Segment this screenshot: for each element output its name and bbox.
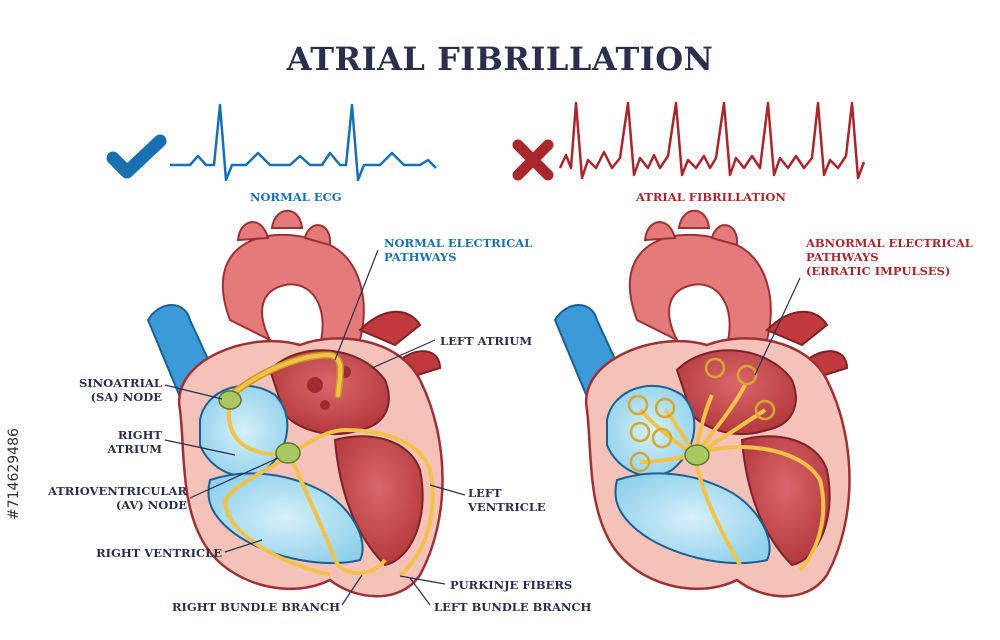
normal-ecg-label: NORMAL ECG (250, 190, 342, 204)
purkinje-label: PURKINJE FIBERS (450, 578, 573, 592)
normal-ecg-trace (170, 103, 437, 182)
normal-pathways-label: NORMAL ELECTRICAL PATHWAYS (384, 236, 533, 264)
afib-heart (553, 209, 851, 598)
afib-ecg-trace (558, 101, 866, 180)
sa-node-label: SINOATRIAL (SA) NODE (78, 376, 162, 404)
av-node-label: ATRIOVENTRICULAR (AV) NODE (47, 484, 187, 512)
right-bundle-label: RIGHT BUNDLE BRANCH (171, 600, 340, 614)
normal-heart (146, 209, 444, 598)
stock-id: #714629486 (6, 428, 22, 520)
checkmark-icon (106, 134, 167, 179)
left-ventricle-label: LEFT VENTRICLE (468, 486, 546, 514)
right-ventricle-label: RIGHT VENTRICLE (96, 546, 222, 560)
afib-ecg-label: ATRIAL FIBRILLATION (636, 190, 786, 204)
left-atrium-label: LEFT ATRIUM (440, 334, 533, 348)
leader-lines (164, 249, 801, 606)
abnormal-pathways-label: ABNORMAL ELECTRICAL PATHWAYS (ERRATIC IM… (806, 236, 973, 278)
right-atrium-label: RIGHT ATRIUM (107, 428, 162, 456)
page-title: ATRIAL FIBRILLATION (286, 40, 714, 78)
cross-icon (512, 139, 554, 181)
left-bundle-label: LEFT BUNDLE BRANCH (434, 600, 592, 614)
